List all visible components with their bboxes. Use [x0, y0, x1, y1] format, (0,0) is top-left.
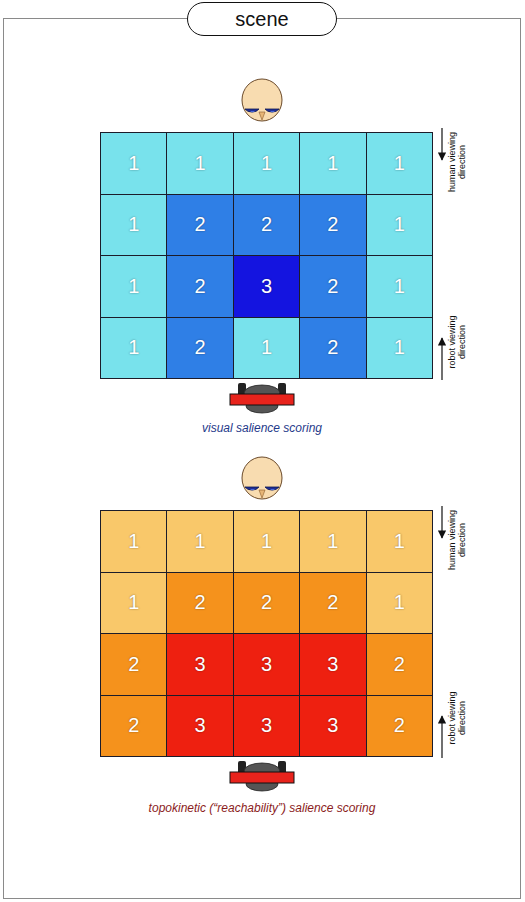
score-number: 2: [128, 714, 139, 737]
score-number: 1: [128, 591, 139, 614]
score-cell: 2: [299, 255, 366, 318]
score-cell: 1: [166, 132, 233, 195]
score-number: 1: [394, 336, 405, 359]
score-cell: 3: [233, 695, 300, 758]
score-number: 1: [394, 213, 405, 236]
score-cell: 2: [166, 194, 233, 257]
score-cell: 2: [100, 633, 167, 696]
score-cell: 2: [299, 572, 366, 635]
score-number: 1: [128, 213, 139, 236]
score-number: 2: [195, 591, 206, 614]
score-cell: 2: [233, 194, 300, 257]
score-cell: 1: [100, 317, 167, 380]
grid-caption: topokinetic (“reachability”) salience sc…: [149, 801, 376, 815]
score-cell: 1: [166, 510, 233, 573]
score-number: 1: [195, 530, 206, 553]
score-number: 3: [327, 653, 338, 676]
direction-arrow: [441, 506, 442, 538]
score-cell: 3: [233, 255, 300, 318]
score-cell: 1: [299, 510, 366, 573]
score-cell: 1: [100, 510, 167, 573]
score-number: 2: [195, 275, 206, 298]
robot-icon: [230, 383, 294, 413]
score-number: 2: [261, 213, 272, 236]
direction-arrow: [441, 338, 442, 380]
score-cell: 2: [166, 317, 233, 380]
score-number: 1: [195, 152, 206, 175]
score-cell: 1: [233, 132, 300, 195]
score-number: 1: [394, 591, 405, 614]
score-number: 1: [128, 152, 139, 175]
grid-caption: visual salience scoring: [202, 421, 322, 435]
score-cell: 1: [100, 132, 167, 195]
score-number: 3: [261, 653, 272, 676]
score-number: 2: [327, 213, 338, 236]
score-number: 1: [327, 530, 338, 553]
score-number: 3: [195, 714, 206, 737]
human-head: [242, 79, 282, 121]
score-number: 2: [394, 653, 405, 676]
score-cell: 1: [366, 317, 433, 380]
score-cell: 1: [366, 132, 433, 195]
score-cell: 1: [366, 255, 433, 318]
score-number: 1: [394, 152, 405, 175]
robot-icon: [230, 761, 294, 791]
score-number: 1: [261, 336, 272, 359]
score-cell: 2: [233, 572, 300, 635]
score-cell: 2: [366, 633, 433, 696]
score-cell: 1: [233, 510, 300, 573]
score-cell: 3: [299, 695, 366, 758]
scene-tab: scene: [187, 2, 337, 36]
direction-arrow: [441, 716, 442, 758]
score-cell: 2: [166, 255, 233, 318]
score-number: 2: [327, 591, 338, 614]
score-cell: 2: [299, 317, 366, 380]
score-cell: 3: [299, 633, 366, 696]
score-cell: 1: [366, 194, 433, 257]
score-number: 2: [394, 714, 405, 737]
scene-frame: [4, 19, 521, 899]
score-cell: 1: [100, 572, 167, 635]
score-cell: 2: [100, 695, 167, 758]
score-number: 3: [261, 275, 272, 298]
score-number: 1: [261, 530, 272, 553]
score-cell: 1: [100, 194, 167, 257]
direction-label: robot viewing direction: [447, 305, 468, 379]
score-number: 2: [327, 275, 338, 298]
tab-title: scene: [235, 8, 288, 31]
human-head: [242, 457, 282, 499]
score-number: 1: [394, 275, 405, 298]
score-number: 2: [195, 336, 206, 359]
score-cell: 1: [299, 132, 366, 195]
direction-label: human viewing direction: [447, 503, 468, 577]
score-cell: 1: [233, 317, 300, 380]
score-number: 2: [261, 591, 272, 614]
score-number: 3: [261, 714, 272, 737]
score-number: 3: [327, 714, 338, 737]
score-number: 1: [128, 530, 139, 553]
score-number: 1: [128, 275, 139, 298]
score-cell: 3: [166, 633, 233, 696]
score-cell: 1: [100, 255, 167, 318]
score-cell: 2: [299, 194, 366, 257]
score-number: 2: [195, 213, 206, 236]
score-number: 1: [394, 530, 405, 553]
direction-label: human viewing direction: [447, 125, 468, 199]
direction-arrow: [441, 128, 442, 160]
score-cell: 1: [366, 572, 433, 635]
score-cell: 3: [233, 633, 300, 696]
score-number: 1: [261, 152, 272, 175]
score-number: 1: [128, 336, 139, 359]
score-cell: 2: [166, 572, 233, 635]
score-cell: 1: [366, 510, 433, 573]
direction-label: robot viewing direction: [447, 681, 468, 755]
score-cell: 2: [366, 695, 433, 758]
score-number: 2: [327, 336, 338, 359]
score-number: 1: [327, 152, 338, 175]
score-number: 2: [128, 653, 139, 676]
score-number: 3: [195, 653, 206, 676]
score-cell: 3: [166, 695, 233, 758]
